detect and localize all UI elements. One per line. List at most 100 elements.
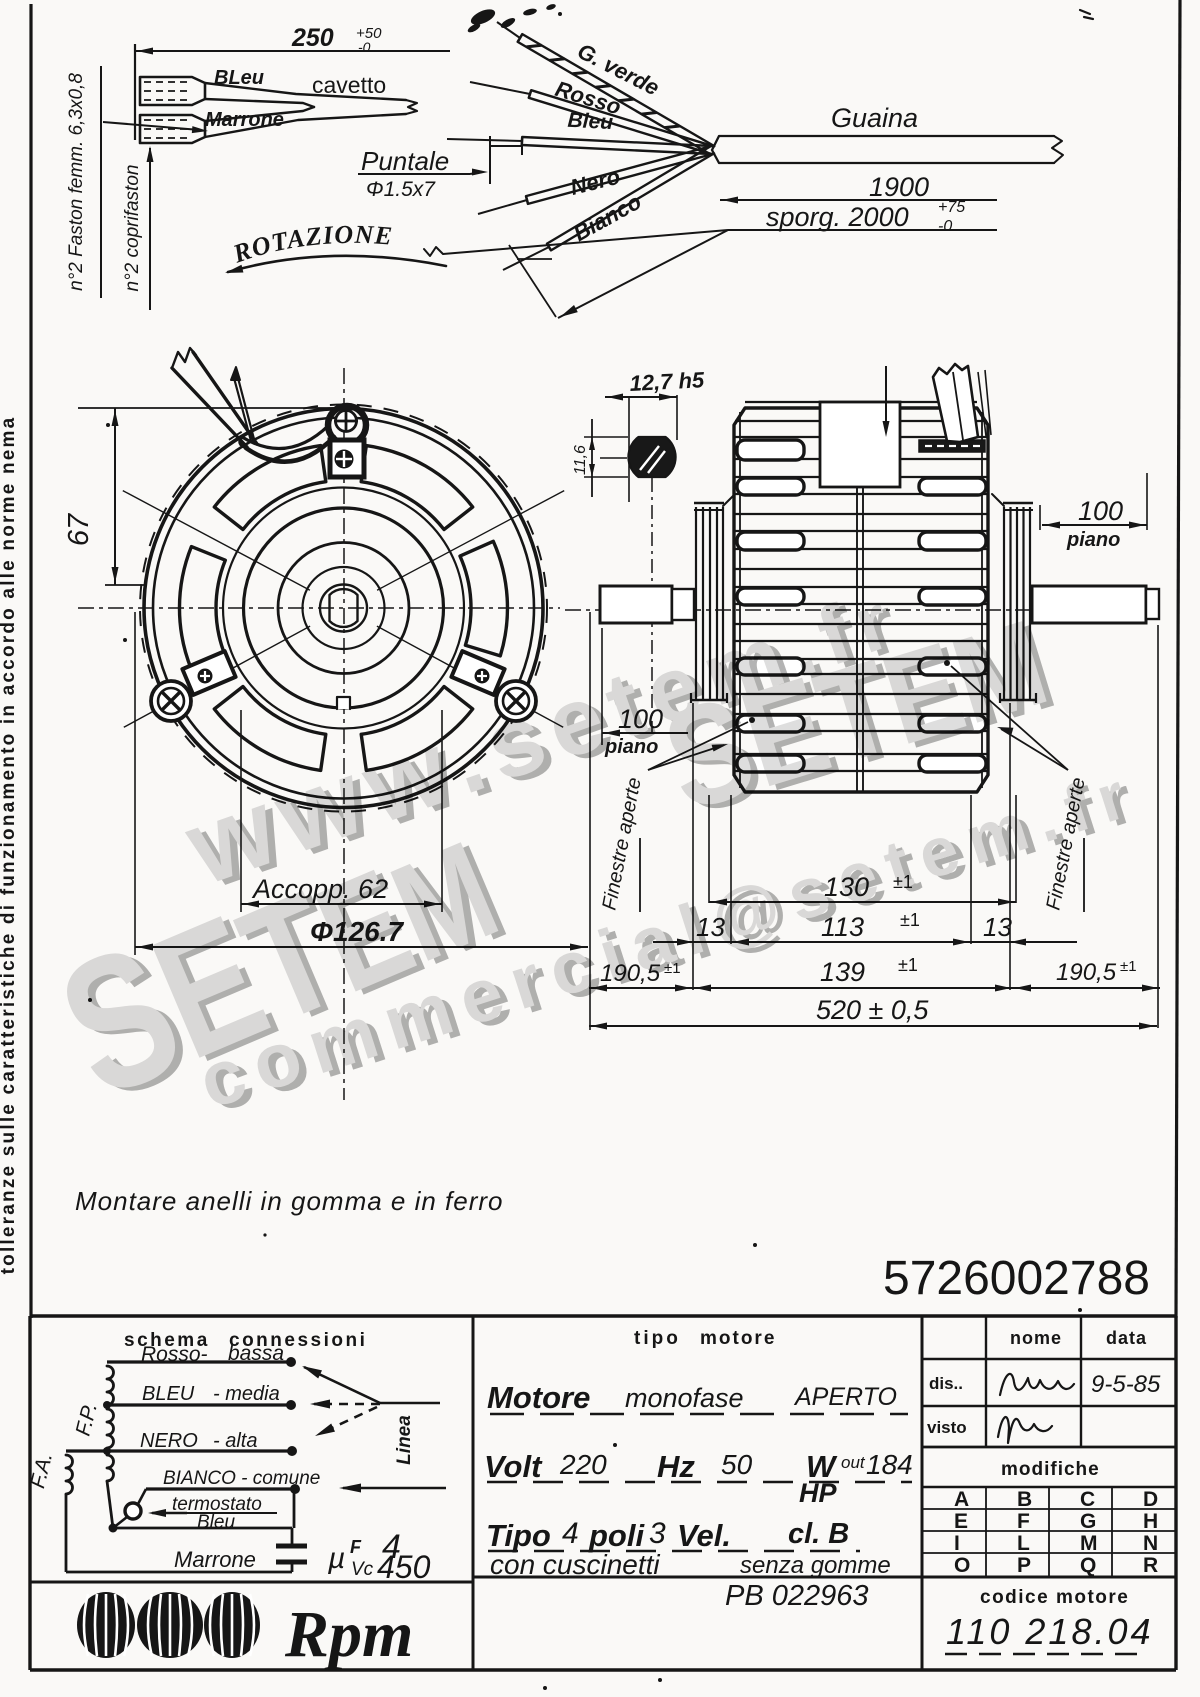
svg-text:P: P: [1017, 1554, 1031, 1577]
svg-text:±1: ±1: [900, 910, 920, 930]
svg-text:E: E: [954, 1510, 968, 1533]
svg-text:Volt: Volt: [484, 1449, 543, 1484]
svg-text:-0: -0: [358, 39, 371, 55]
svg-text:13: 13: [696, 912, 725, 942]
svg-text:190,5: 190,5: [1056, 959, 1117, 986]
svg-text:50: 50: [721, 1449, 753, 1480]
svg-text:B: B: [1017, 1488, 1032, 1511]
svg-text:termostato: termostato: [172, 1494, 262, 1515]
svg-text:5726002788: 5726002788: [883, 1252, 1150, 1305]
svg-text:- alta: - alta: [213, 1430, 257, 1452]
svg-text:monofase: monofase: [625, 1383, 744, 1413]
svg-text:A: A: [954, 1488, 969, 1511]
svg-text:piano: piano: [1066, 529, 1120, 551]
svg-text:130: 130: [824, 872, 869, 902]
svg-text:113: 113: [821, 912, 864, 942]
svg-text:110 218.04: 110 218.04: [946, 1611, 1154, 1652]
svg-text:Hz: Hz: [657, 1449, 695, 1484]
svg-text:Marrone: Marrone: [174, 1547, 256, 1572]
svg-text:tolleranze sulle caratteristic: tolleranze sulle caratteristiche di funz…: [0, 416, 19, 1275]
svg-text:µ: µ: [327, 1542, 345, 1575]
svg-text:n°2 Faston femm. 6,3x0,8: n°2 Faston femm. 6,3x0,8: [66, 73, 87, 291]
svg-text:BIANCO - comune: BIANCO - comune: [163, 1468, 320, 1489]
svg-text:+50: +50: [356, 25, 382, 42]
svg-text:HP: HP: [799, 1478, 837, 1508]
svg-text:-0: -0: [938, 218, 952, 235]
svg-text:- media: - media: [213, 1383, 280, 1405]
svg-text:220: 220: [559, 1449, 607, 1480]
svg-text:sporg. 2000: sporg. 2000: [766, 202, 909, 232]
svg-text:bassa: bassa: [228, 1342, 284, 1365]
svg-text:1900: 1900: [869, 172, 929, 202]
svg-text:100: 100: [618, 704, 663, 734]
svg-text:SETEM: SETEM: [33, 771, 521, 1138]
svg-text:+75: +75: [938, 199, 965, 216]
svg-text:O: O: [954, 1554, 970, 1577]
svg-text:3: 3: [649, 1517, 666, 1550]
svg-text:Linea: Linea: [394, 1415, 415, 1465]
svg-text:D: D: [1143, 1488, 1158, 1511]
svg-text:cavetto: cavetto: [312, 72, 386, 98]
svg-text:H: H: [1143, 1510, 1158, 1533]
svg-text:±1: ±1: [664, 960, 681, 977]
svg-text:Rosso-: Rosso-: [141, 1343, 208, 1366]
svg-text:Tipo: Tipo: [486, 1518, 551, 1553]
svg-text:NERO: NERO: [140, 1430, 198, 1452]
svg-text:piano: piano: [604, 736, 658, 758]
svg-text:12,7 h5: 12,7 h5: [629, 367, 706, 396]
svg-text:modifiche: modifiche: [1001, 1459, 1100, 1480]
svg-text:Puntale: Puntale: [361, 146, 449, 176]
svg-text:Marrone: Marrone: [205, 109, 284, 131]
svg-text:9-5-85: 9-5-85: [1091, 1371, 1161, 1398]
svg-text:dis..: dis..: [929, 1374, 963, 1393]
svg-text:connessioni: connessioni: [229, 1330, 367, 1351]
svg-text:con cuscinetti: con cuscinetti: [490, 1549, 660, 1580]
svg-text:±1: ±1: [1120, 958, 1137, 975]
svg-text:±1: ±1: [893, 872, 913, 892]
svg-text:Q: Q: [1080, 1554, 1096, 1577]
svg-text:Motore: Motore: [487, 1380, 590, 1415]
svg-text:Bleu: Bleu: [197, 1512, 235, 1533]
svg-text:poli: poli: [588, 1518, 645, 1553]
svg-text:11,6: 11,6: [572, 445, 589, 475]
svg-text:W: W: [806, 1449, 838, 1484]
svg-text:13: 13: [983, 912, 1012, 942]
svg-text:PB 022963: PB 022963: [725, 1580, 869, 1612]
svg-text:G: G: [1080, 1510, 1096, 1533]
svg-text:schema: schema: [124, 1330, 210, 1351]
svg-text:R: R: [1143, 1554, 1158, 1577]
svg-text:Vc: Vc: [351, 1559, 374, 1580]
svg-text:190,5: 190,5: [600, 960, 661, 987]
svg-text:nome: nome: [1010, 1328, 1062, 1348]
svg-text:139: 139: [820, 957, 865, 987]
svg-text:N: N: [1143, 1532, 1158, 1555]
svg-text:www.setem.fr: www.setem.fr: [178, 552, 920, 912]
svg-text:Rpm: Rpm: [284, 1598, 413, 1671]
svg-text:Guaina: Guaina: [831, 103, 918, 133]
svg-text:codice motore: codice motore: [980, 1587, 1129, 1608]
svg-text:www.setem.fr: www.setem.fr: [171, 548, 913, 908]
svg-text:±1: ±1: [898, 955, 918, 975]
svg-text:4: 4: [382, 1528, 401, 1566]
svg-text:APERTO: APERTO: [793, 1383, 897, 1411]
svg-text:250: 250: [291, 24, 334, 52]
svg-text:tipo: tipo: [634, 1328, 681, 1349]
svg-text:F: F: [350, 1537, 362, 1557]
svg-text:100: 100: [1078, 496, 1123, 526]
svg-text:L: L: [1017, 1532, 1030, 1555]
svg-text:C: C: [1080, 1488, 1095, 1511]
svg-text:out: out: [841, 1453, 866, 1472]
svg-text:450: 450: [377, 1549, 431, 1585]
svg-text:Vel.: Vel.: [677, 1518, 731, 1553]
svg-text:SETEM: SETEM: [655, 581, 1070, 845]
svg-text:Accopp. 62: Accopp. 62: [251, 874, 388, 904]
svg-text:senza gomme: senza gomme: [740, 1552, 891, 1579]
svg-text:BLEU: BLEU: [142, 1383, 195, 1405]
svg-text:BLeu: BLeu: [214, 67, 264, 89]
svg-text:Φ1.5x7: Φ1.5x7: [366, 178, 436, 201]
svg-text:520 ± 0,5: 520 ± 0,5: [816, 995, 929, 1025]
svg-text:Φ126.7: Φ126.7: [310, 916, 405, 947]
svg-text:184: 184: [866, 1449, 913, 1480]
svg-text:I: I: [954, 1532, 960, 1555]
svg-text:4: 4: [562, 1517, 579, 1550]
